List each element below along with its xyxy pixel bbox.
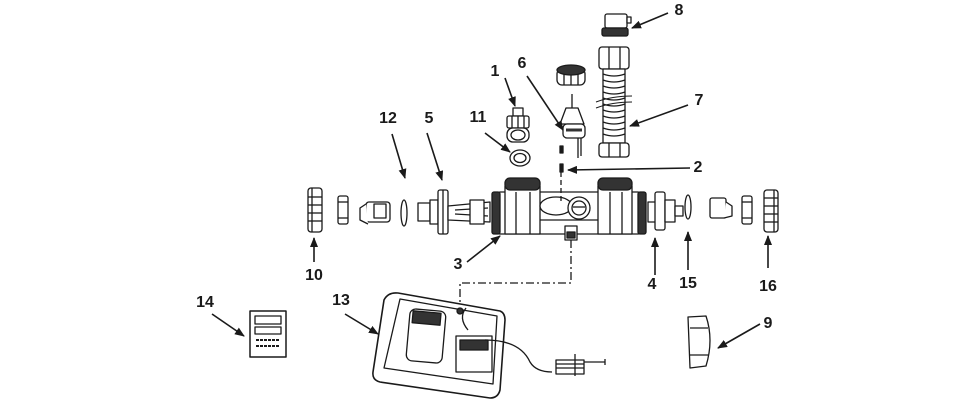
callout-7: 7 xyxy=(694,92,704,109)
pin-lower-part xyxy=(559,163,564,173)
collar-left-part xyxy=(337,195,349,225)
connector-part xyxy=(601,13,632,37)
callout-13: 13 xyxy=(332,292,350,309)
callout-15: 15 xyxy=(679,275,697,292)
flow-switch-part xyxy=(417,189,491,235)
callout-1: 1 xyxy=(490,63,500,80)
callout-6: 6 xyxy=(517,55,527,72)
leader-arrow-7 xyxy=(629,104,689,127)
callout-9: 9 xyxy=(763,315,773,332)
leader-arrow-3 xyxy=(466,235,501,263)
tailpiece-right-part xyxy=(709,197,733,219)
leader-arrow-14 xyxy=(211,313,245,337)
o-ring-right-part xyxy=(684,194,692,220)
wiring-dashed-line xyxy=(459,240,572,306)
leader-arrow-9 xyxy=(717,323,761,349)
sensor-probe-part xyxy=(559,94,586,158)
callout-11: 11 xyxy=(469,109,487,126)
callout-14: 14 xyxy=(196,294,214,311)
leader-arrow-12 xyxy=(391,133,407,179)
temperature-probe-part xyxy=(555,359,585,375)
leader-arrow-11 xyxy=(484,132,511,153)
leader-arrow-2 xyxy=(567,165,691,174)
cell-body-part xyxy=(491,177,647,241)
leader-arrow-13 xyxy=(344,313,379,335)
callout-5: 5 xyxy=(424,110,434,127)
leader-arrow-1 xyxy=(504,77,516,107)
washer-part xyxy=(509,149,531,167)
callout-4: 4 xyxy=(647,276,657,293)
callout-10: 10 xyxy=(305,267,323,284)
pin-upper-part xyxy=(559,145,564,154)
leader-arrow-8 xyxy=(631,12,669,29)
callout-3: 3 xyxy=(453,256,463,273)
collar-right-part xyxy=(741,195,753,225)
callout-16: 16 xyxy=(759,278,777,295)
tailpiece-left-part xyxy=(359,201,391,225)
sensor-cap-part xyxy=(556,64,586,86)
union-nut-left-part xyxy=(307,187,323,233)
callout-8: 8 xyxy=(674,2,684,19)
union-fitting-part xyxy=(506,107,530,143)
end-cap-part xyxy=(687,315,711,369)
flex-hose-part xyxy=(595,46,633,158)
union-nut-right-part xyxy=(763,189,779,233)
callout-2: 2 xyxy=(693,159,703,176)
leader-arrow-6 xyxy=(526,75,564,131)
leader-arrow-5 xyxy=(426,132,444,181)
callout-12: 12 xyxy=(379,110,397,127)
electrode-right-part xyxy=(647,191,684,231)
control-unit-part xyxy=(372,292,606,399)
o-ring-left-part xyxy=(400,199,408,227)
remote-display-part xyxy=(249,310,287,358)
